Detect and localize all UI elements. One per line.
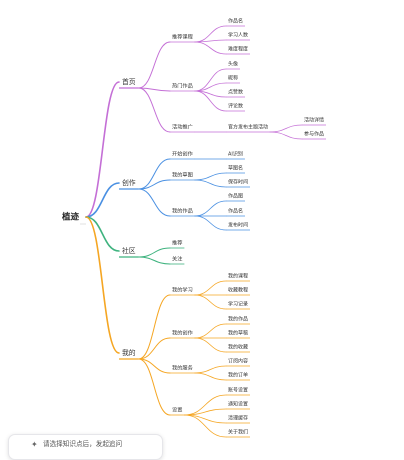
branch-connector-3 xyxy=(85,216,120,354)
topic-connector-2-0 xyxy=(138,247,171,258)
leaf-connector-3-0-0 xyxy=(194,280,227,296)
leaf-connector-3-3-2 xyxy=(183,414,227,424)
subleaf-node-0-2-0-0[interactable]: 活动详情 xyxy=(304,117,324,124)
branch-node-2[interactable]: 社区 xyxy=(122,246,136,255)
leaf-connector-3-1-2 xyxy=(194,337,227,353)
topic-connector-3-3 xyxy=(138,358,171,416)
leaf-node-0-1-0[interactable]: 头像 xyxy=(228,61,238,68)
leaf-node-3-3-0[interactable]: 账号设置 xyxy=(228,387,248,394)
subleaf-node-0-2-0-1[interactable]: 参与作品 xyxy=(304,131,324,138)
branch-node-0[interactable]: 首页 xyxy=(122,77,136,86)
leaf-node-1-2-0[interactable]: 作品图 xyxy=(228,193,243,200)
topic-node-3-3[interactable]: 设置 xyxy=(172,406,182,414)
leaf-connector-0-1-3 xyxy=(194,90,227,112)
topic-node-0-0[interactable]: 推荐课程 xyxy=(172,33,193,41)
topic-connector-0-0 xyxy=(138,41,171,89)
topic-node-1-1[interactable]: 我的草图 xyxy=(172,171,193,179)
topic-node-2-0[interactable]: 推荐 xyxy=(172,239,182,247)
leaf-node-1-2-2[interactable]: 发布时间 xyxy=(228,222,248,229)
leaf-connector-3-3-3 xyxy=(183,414,227,438)
topic-node-0-1[interactable]: 热门作品 xyxy=(172,82,193,90)
leaf-node-3-0-1[interactable]: 收藏教程 xyxy=(228,287,248,294)
topic-node-0-2[interactable]: 活动推广 xyxy=(172,123,193,131)
leaf-node-0-1-3[interactable]: 评论数 xyxy=(228,103,243,110)
leaf-connector-0-0-1 xyxy=(194,39,227,43)
leaf-connector-3-0-2 xyxy=(194,294,227,310)
topic-connector-2-1 xyxy=(138,256,171,265)
topic-connector-3-2 xyxy=(138,358,171,374)
leaf-node-3-3-3[interactable]: 关于我们 xyxy=(228,429,248,436)
topic-connector-1-2 xyxy=(138,188,171,217)
leaf-connector-0-1-1 xyxy=(194,82,227,92)
topic-node-3-0[interactable]: 我的学习 xyxy=(172,286,193,294)
leaf-node-3-0-0[interactable]: 我的课程 xyxy=(228,273,248,280)
topic-node-3-2[interactable]: 我的服务 xyxy=(172,364,193,372)
leaf-connector-1-2-0 xyxy=(194,200,227,217)
subleaf-connector-0-2-0-1 xyxy=(269,131,303,140)
topic-connector-1-0 xyxy=(138,158,171,190)
leaf-connector-1-2-2 xyxy=(194,215,227,231)
leaf-connector-3-2-1 xyxy=(194,372,227,381)
leaf-connector-0-1-0 xyxy=(194,68,227,92)
branch-connector-2 xyxy=(85,216,120,252)
leaf-connector-3-1-0 xyxy=(194,323,227,339)
leaf-node-3-1-1[interactable]: 我的草稿 xyxy=(228,330,248,337)
topic-connector-3-1 xyxy=(138,337,171,360)
topic-connector-3-0 xyxy=(138,294,171,360)
leaf-node-3-1-0[interactable]: 我的作品 xyxy=(228,316,248,323)
leaf-node-0-0-2[interactable]: 难度程度 xyxy=(228,46,248,53)
leaf-node-0-0-0[interactable]: 作品名 xyxy=(228,18,243,25)
leaf-node-0-2-0[interactable]: 官方发布主题活动 xyxy=(228,124,268,131)
leaf-connector-3-3-0 xyxy=(183,394,227,416)
leaf-connector-1-1-0 xyxy=(194,172,227,181)
topic-node-1-0[interactable]: 开始创作 xyxy=(172,150,193,158)
leaf-node-0-1-2[interactable]: 点赞数 xyxy=(228,89,243,96)
topic-node-1-2[interactable]: 我的作品 xyxy=(172,207,193,215)
subleaf-connector-0-2-0-0 xyxy=(269,124,303,133)
branch-node-1[interactable]: 创作 xyxy=(122,178,136,187)
root-node[interactable]: 植迹 xyxy=(61,212,80,223)
topic-node-2-1[interactable]: 关注 xyxy=(172,255,182,263)
leaf-node-3-3-1[interactable]: 通知设置 xyxy=(228,401,248,408)
leaf-node-3-2-1[interactable]: 我的订单 xyxy=(228,372,248,379)
ask-followup-bar[interactable]: ✦ 请选择知识点后，发起追问 xyxy=(8,434,163,460)
leaf-connector-0-0-0 xyxy=(194,25,227,43)
branch-connector-0 xyxy=(85,81,120,218)
topic-node-3-1[interactable]: 我的创作 xyxy=(172,329,193,337)
leaf-node-0-1-1[interactable]: 昵称 xyxy=(228,75,238,82)
topic-connector-0-1 xyxy=(138,87,171,92)
sparkle-icon: ✦ xyxy=(31,440,38,449)
leaf-node-1-0-0[interactable]: AI识别 xyxy=(228,151,243,158)
leaf-connector-0-0-2 xyxy=(194,41,227,55)
leaf-node-0-0-1[interactable]: 学习人数 xyxy=(228,32,248,39)
branch-node-3[interactable]: 我的 xyxy=(122,348,136,357)
topic-connector-1-1 xyxy=(138,179,171,190)
branch-connector-1 xyxy=(85,182,120,218)
topic-connector-0-2 xyxy=(138,87,171,133)
leaf-node-3-3-2[interactable]: 清理缓存 xyxy=(228,415,248,422)
leaf-connector-1-1-1 xyxy=(194,179,227,188)
leaf-node-3-2-0[interactable]: 订阅内容 xyxy=(228,358,248,365)
leaf-connector-3-2-0 xyxy=(194,365,227,374)
leaf-node-1-2-1[interactable]: 作品名 xyxy=(228,208,243,215)
leaf-node-3-1-2[interactable]: 我的收藏 xyxy=(228,344,248,351)
ask-placeholder: 请选择知识点后，发起追问 xyxy=(43,440,123,448)
leaf-node-3-0-2[interactable]: 学习记录 xyxy=(228,301,248,308)
leaf-node-1-1-0[interactable]: 草图名 xyxy=(228,165,243,172)
leaf-node-1-1-1[interactable]: 保存时间 xyxy=(228,179,248,186)
